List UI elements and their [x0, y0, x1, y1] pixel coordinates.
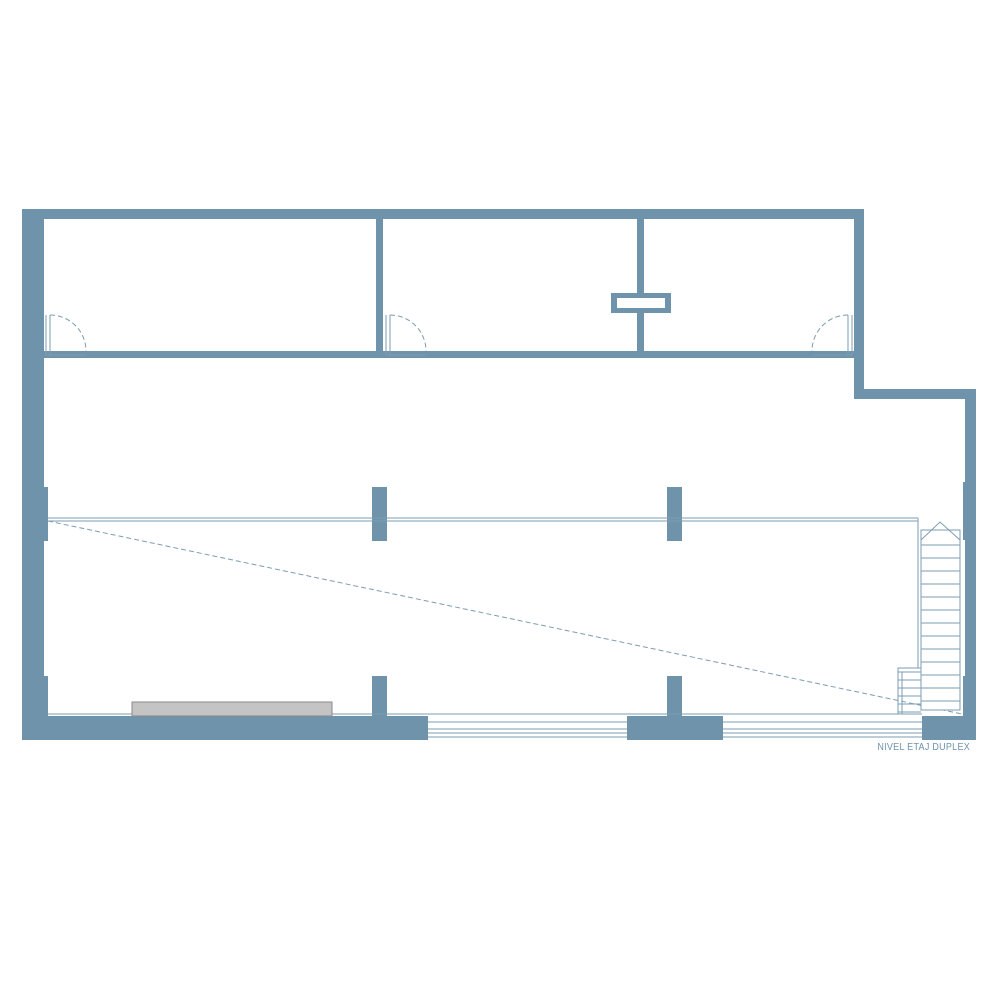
gallery-edge — [47, 517, 963, 715]
wall-partition-1 — [376, 216, 383, 356]
wall-right-lower — [965, 389, 976, 740]
wall-partition-2 — [637, 216, 644, 356]
door — [811, 314, 853, 356]
column — [372, 676, 387, 720]
column — [667, 487, 682, 541]
window — [428, 718, 627, 740]
staircase — [897, 521, 961, 714]
wall-top — [22, 209, 864, 219]
column — [372, 487, 387, 541]
column — [963, 482, 976, 540]
door — [45, 314, 87, 356]
window — [723, 718, 922, 740]
column — [963, 676, 976, 720]
shaft-box-inner — [617, 298, 665, 308]
column — [40, 487, 48, 541]
wall-bottom-left — [22, 716, 428, 740]
counter — [131, 701, 333, 717]
wall-right-upper — [854, 209, 864, 399]
walls — [22, 209, 976, 740]
wall-left-inner-top — [40, 209, 44, 215]
void-diagonal — [47, 520, 963, 715]
wall-corridor — [40, 351, 856, 358]
column — [40, 676, 48, 720]
windows — [428, 718, 922, 740]
door — [385, 314, 427, 356]
level-label: NIVEL ETAJ DUPLEX — [877, 742, 970, 753]
column — [667, 676, 682, 720]
wall-left — [22, 209, 44, 740]
wall-step — [854, 389, 976, 399]
